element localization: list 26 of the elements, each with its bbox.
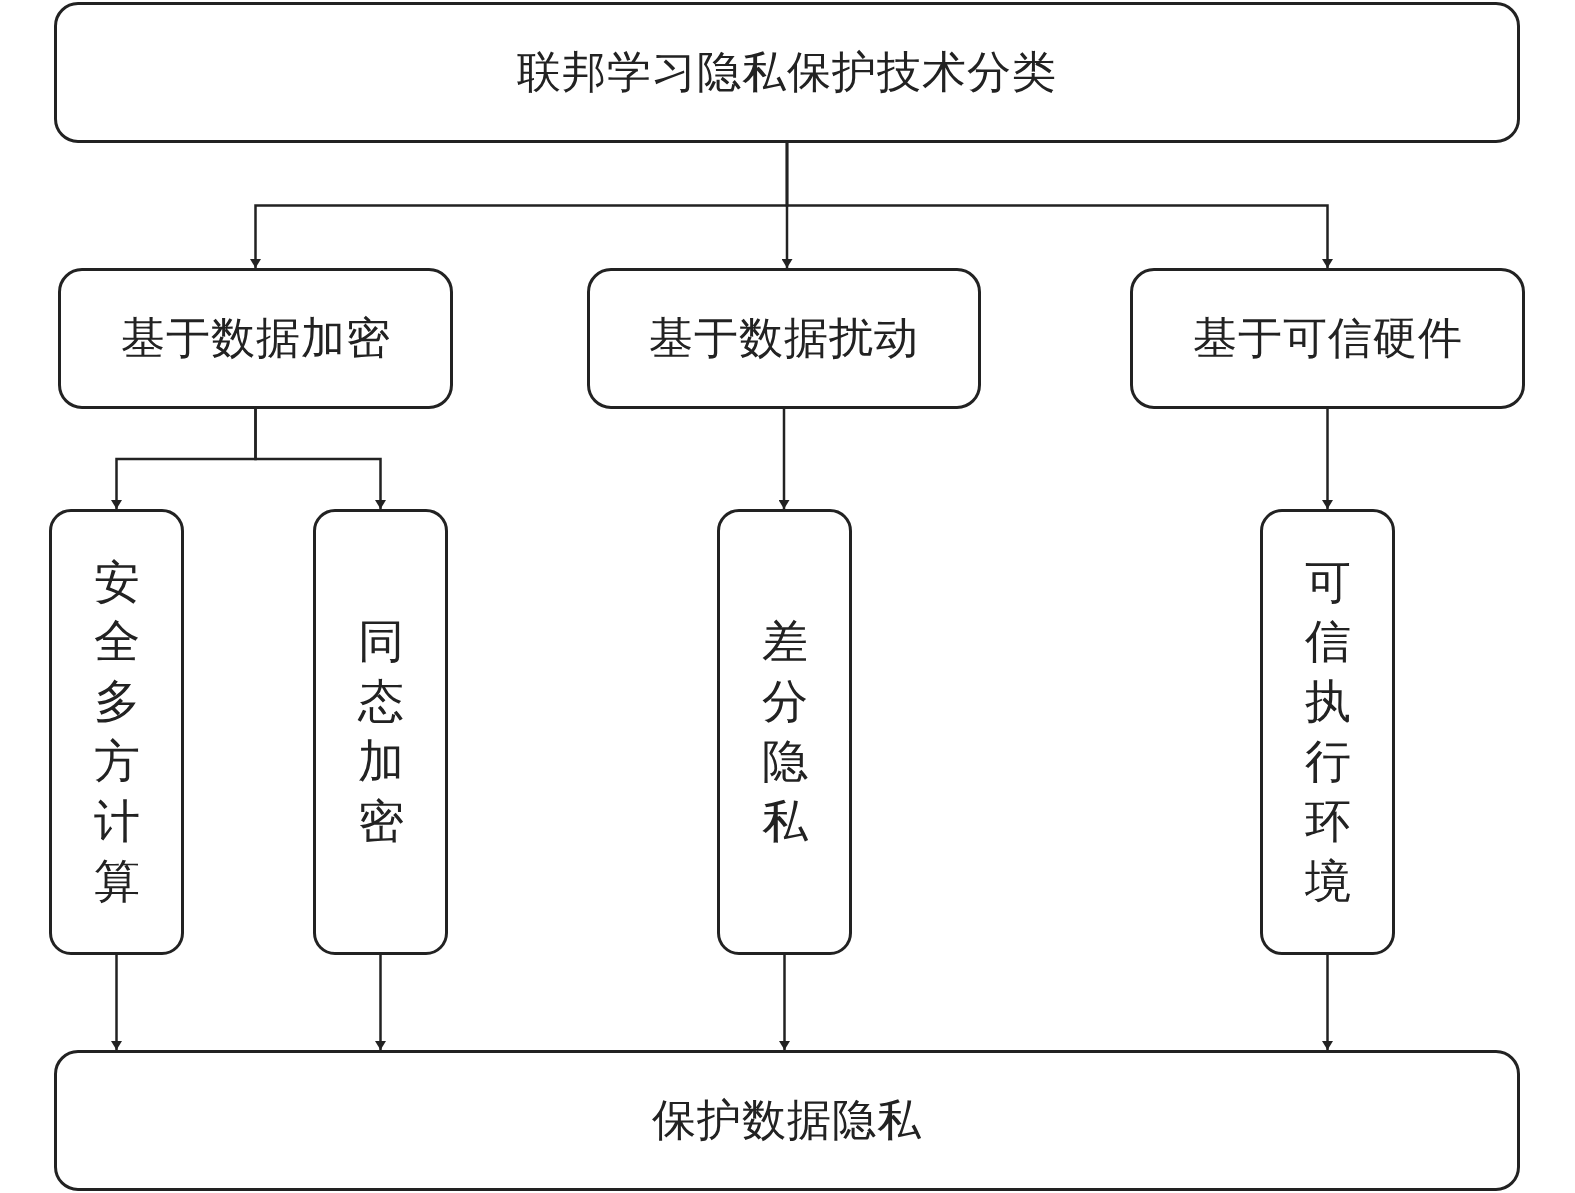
arrow	[112, 955, 121, 1050]
process-box	[54, 2, 1520, 143]
box-label: 联邦学习隐私保护技术分类	[517, 45, 1057, 99]
box-label: 安全多方计算	[93, 553, 140, 910]
box-label: 可信执行环境	[1304, 553, 1351, 910]
arrow	[1323, 409, 1332, 509]
box-label: 差分隐私	[761, 613, 808, 850]
arrow	[780, 955, 789, 1050]
arrow	[785, 143, 1332, 268]
arrow	[254, 409, 385, 509]
process-box	[54, 1050, 1520, 1191]
box-label: 同态加密	[357, 613, 404, 850]
box-label: 基于数据加密	[120, 311, 391, 365]
process-box	[587, 268, 981, 409]
process-box	[313, 509, 448, 955]
process-box	[58, 268, 453, 409]
arrow	[1323, 955, 1332, 1050]
process-box	[1130, 268, 1525, 409]
process-box	[1260, 509, 1395, 955]
arrow	[376, 955, 385, 1050]
box-label: 基于可信硬件	[1192, 311, 1463, 365]
box-label: 基于数据扰动	[649, 311, 919, 365]
box-label: 保护数据隐私	[652, 1093, 922, 1147]
process-box	[49, 509, 184, 955]
process-box	[717, 509, 852, 955]
arrow	[779, 409, 789, 509]
